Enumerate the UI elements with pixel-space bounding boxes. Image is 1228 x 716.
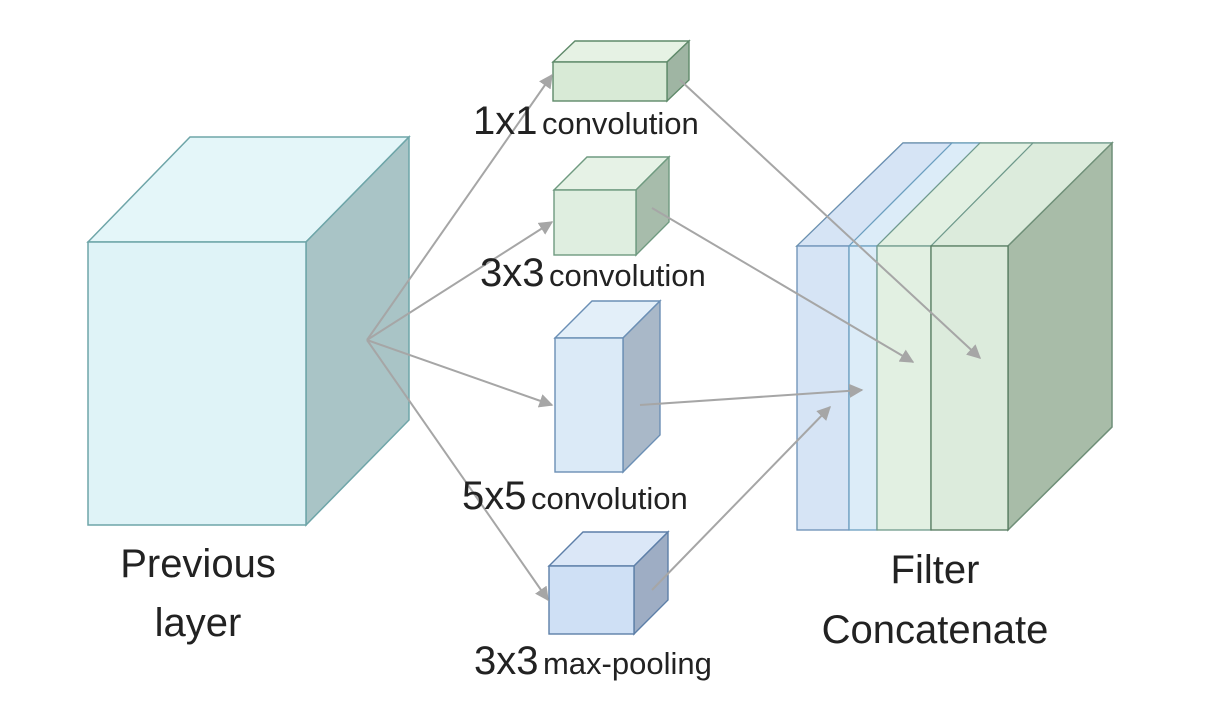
filter-concatenate-label-line2: Concatenate (821, 608, 1049, 652)
arrow-from-conv-5x5 (639, 383, 864, 406)
concat-slice-green-2 (930, 245, 1009, 531)
concat-slice-blue (796, 245, 850, 531)
conv-5x5-box (553, 299, 662, 474)
arrow-to-max-pooling (366, 339, 549, 602)
conv-1x1-box (551, 39, 691, 103)
conv-1x1-front-face (552, 61, 668, 102)
concat-slice-lightblue (848, 245, 878, 531)
max-pooling-front-face (548, 565, 635, 635)
output-arrows (639, 79, 982, 591)
max-pooling-kernel-text: 3x3 (474, 639, 539, 683)
arrow-from-conv-3x3 (651, 207, 915, 363)
arrow-to-conv-1x1 (366, 73, 553, 341)
input-arrows (366, 73, 554, 602)
conv-1x1-op-text: convolution (541, 106, 699, 141)
conv-1x1-top-face (551, 40, 691, 63)
max-pooling-label: 3x3 max-pooling (474, 641, 712, 681)
arrow-from-conv-1x1 (679, 79, 982, 359)
arrow-to-conv-3x3 (366, 221, 554, 341)
conv-5x5-label: 5x5 convolution (462, 476, 688, 516)
conv-1x1-label: 1x1 convolution (473, 101, 699, 141)
conv-5x5-kernel-text: 5x5 (462, 474, 527, 518)
previous-layer-label-line2: layer (154, 601, 242, 645)
conv-3x3-kernel-text: 3x3 (480, 251, 545, 295)
conv-3x3-front-face (553, 189, 637, 256)
conv-3x3-label: 3x3 convolution (480, 253, 706, 293)
filter-concatenate-block (795, 141, 1114, 532)
previous-layer-front-face (87, 241, 307, 526)
previous-layer-label-line1: Previous (120, 542, 276, 586)
filter-concatenate-label-line1: Filter (890, 548, 980, 592)
conv-5x5-front-face (554, 337, 624, 473)
arrow-from-max-pooling (651, 405, 831, 591)
conv-3x3-box (552, 155, 671, 257)
max-pooling-op-text: max-pooling (542, 646, 712, 681)
max-pooling-box (547, 530, 670, 636)
conv-1x1-kernel-text: 1x1 (473, 99, 538, 143)
conv-3x3-op-text: convolution (548, 258, 706, 293)
conv-5x5-op-text: convolution (530, 481, 688, 516)
arrow-to-conv-5x5 (366, 339, 554, 408)
previous-layer-cube (86, 135, 411, 527)
